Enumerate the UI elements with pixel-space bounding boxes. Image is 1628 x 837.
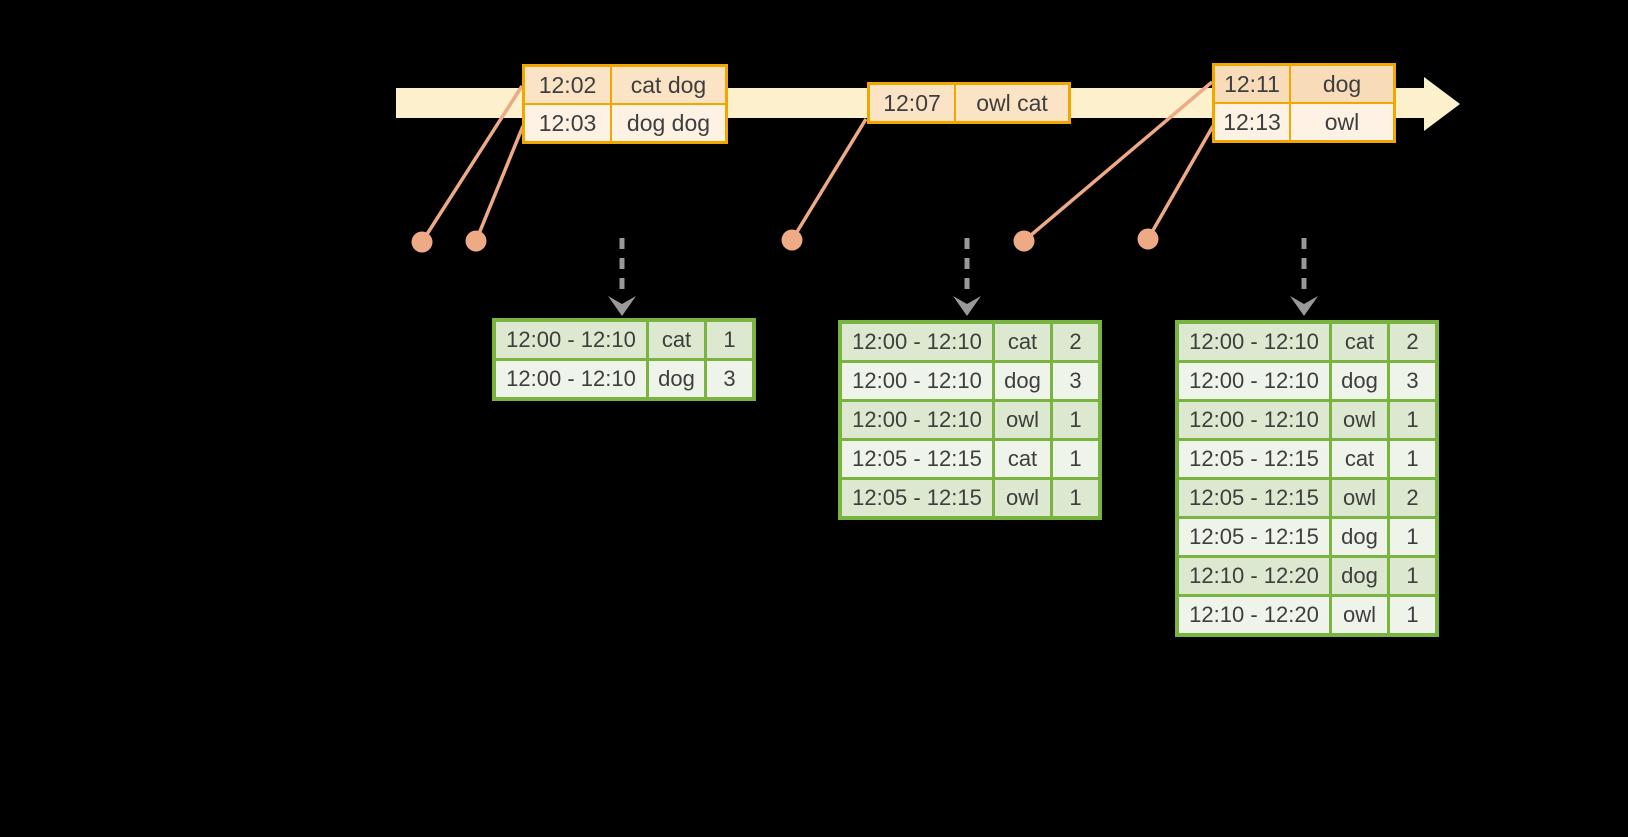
word-cell: owl: [995, 402, 1050, 438]
word-cell: dog: [649, 361, 704, 397]
window-cell: 12:10 - 12:20: [1179, 558, 1329, 594]
window-cell: 12:05 - 12:15: [1179, 480, 1329, 516]
event-time-cell: 12:03: [525, 105, 610, 141]
window-cell: 12:00 - 12:10: [496, 361, 646, 397]
trigger-arrowhead-icon: [953, 296, 981, 316]
count-cell: 3: [1390, 363, 1435, 399]
event-time-cell: 12:11: [1215, 66, 1289, 102]
event-time-cell: 12:13: [1215, 104, 1289, 140]
event-time-axis-arrowhead-icon: [1424, 77, 1460, 131]
window-cell: 12:00 - 12:10: [842, 324, 992, 360]
count-cell: 2: [1390, 324, 1435, 360]
window-cell: 12:10 - 12:20: [1179, 597, 1329, 633]
count-cell: 1: [1390, 519, 1435, 555]
word-cell: dog: [995, 363, 1050, 399]
event-time-cell: 12:02: [525, 67, 610, 103]
count-cell: 1: [1053, 402, 1098, 438]
word-cell: cat: [995, 441, 1050, 477]
word-cell: cat: [1332, 441, 1387, 477]
window-cell: 12:00 - 12:10: [1179, 324, 1329, 360]
window-cell: 12:00 - 12:10: [1179, 363, 1329, 399]
event-words-cell: dog dog: [612, 105, 725, 141]
window-cell: 12:05 - 12:15: [1179, 519, 1329, 555]
event-connector-line: [1146, 125, 1215, 240]
window-cell: 12:00 - 12:10: [496, 322, 646, 358]
event-words-cell: dog: [1291, 66, 1393, 102]
count-cell: 1: [1390, 597, 1435, 633]
event-words-cell: cat dog: [612, 67, 725, 103]
event-words-cell: owl cat: [956, 85, 1068, 121]
window-cell: 12:00 - 12:10: [842, 363, 992, 399]
event-marker-dots: [411, 228, 1159, 253]
count-cell: 1: [1390, 558, 1435, 594]
count-cell: 1: [1053, 441, 1098, 477]
count-cell: 2: [1053, 324, 1098, 360]
count-cell: 3: [707, 361, 752, 397]
window-cell: 12:05 - 12:15: [842, 441, 992, 477]
count-cell: 1: [1053, 480, 1098, 516]
word-cell: owl: [995, 480, 1050, 516]
trigger-arrows: [608, 238, 1318, 316]
count-cell: 1: [1390, 441, 1435, 477]
count-cell: 1: [707, 322, 752, 358]
word-cell: cat: [995, 324, 1050, 360]
count-cell: 3: [1053, 363, 1098, 399]
word-cell: owl: [1332, 480, 1387, 516]
word-cell: owl: [1332, 597, 1387, 633]
event-connector-line: [474, 125, 525, 242]
word-cell: dog: [1332, 558, 1387, 594]
event-marker-dot: [781, 229, 803, 251]
event-marker-dot: [1013, 230, 1035, 252]
word-cell: cat: [1332, 324, 1387, 360]
trigger-arrowhead-icon: [608, 296, 636, 316]
trigger-arrowhead-icon: [1290, 296, 1318, 316]
word-cell: owl: [1332, 402, 1387, 438]
window-cell: 12:05 - 12:15: [1179, 441, 1329, 477]
count-cell: 1: [1390, 402, 1435, 438]
event-marker-dot: [411, 231, 433, 253]
window-cell: 12:00 - 12:10: [1179, 402, 1329, 438]
word-cell: dog: [1332, 519, 1387, 555]
window-cell: 12:00 - 12:10: [842, 402, 992, 438]
count-cell: 2: [1390, 480, 1435, 516]
event-marker-dot: [1137, 228, 1159, 250]
window-cell: 12:05 - 12:15: [842, 480, 992, 516]
event-time-cell: 12:07: [870, 85, 954, 121]
event-connector-line: [790, 118, 868, 241]
event-marker-dot: [465, 230, 487, 252]
word-cell: cat: [649, 322, 704, 358]
word-cell: dog: [1332, 363, 1387, 399]
event-words-cell: owl: [1291, 104, 1393, 140]
